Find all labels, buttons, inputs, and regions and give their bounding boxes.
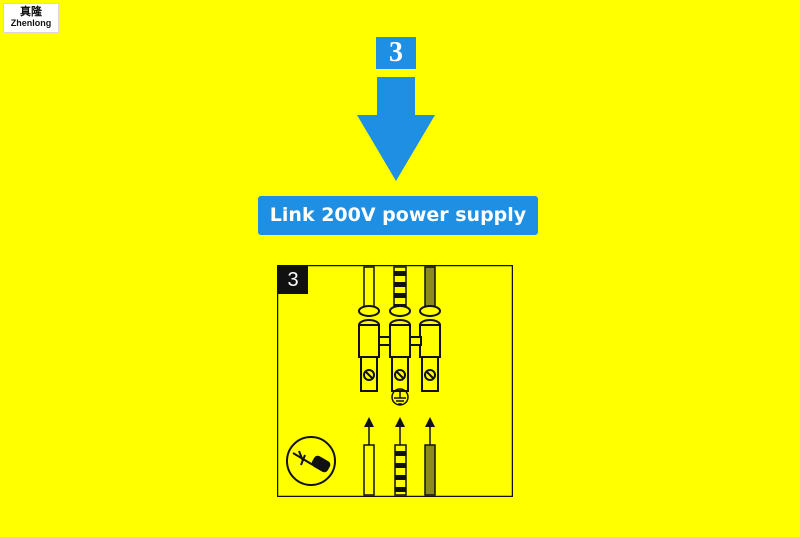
brand-logo: 真隆 Zhenlong bbox=[3, 3, 59, 33]
ground-symbol-icon bbox=[391, 388, 409, 406]
step-number-badge: 3 bbox=[376, 37, 416, 69]
stripped-wires bbox=[363, 427, 436, 496]
input-wires bbox=[363, 266, 436, 310]
terminal-block bbox=[358, 305, 441, 392]
diagram-step-number: 3 bbox=[278, 266, 308, 294]
instruction-banner: Link 200V power supply bbox=[258, 196, 538, 235]
striped-ground-wire bbox=[395, 451, 406, 492]
logo-chinese-text: 真隆 bbox=[20, 5, 42, 18]
logo-brand-text: Zhenlong bbox=[10, 18, 52, 28]
insert-direction-arrows bbox=[364, 417, 435, 427]
screwdriver-icon bbox=[286, 436, 336, 486]
down-arrow-icon bbox=[357, 77, 435, 181]
wiring-diagram bbox=[277, 265, 513, 497]
